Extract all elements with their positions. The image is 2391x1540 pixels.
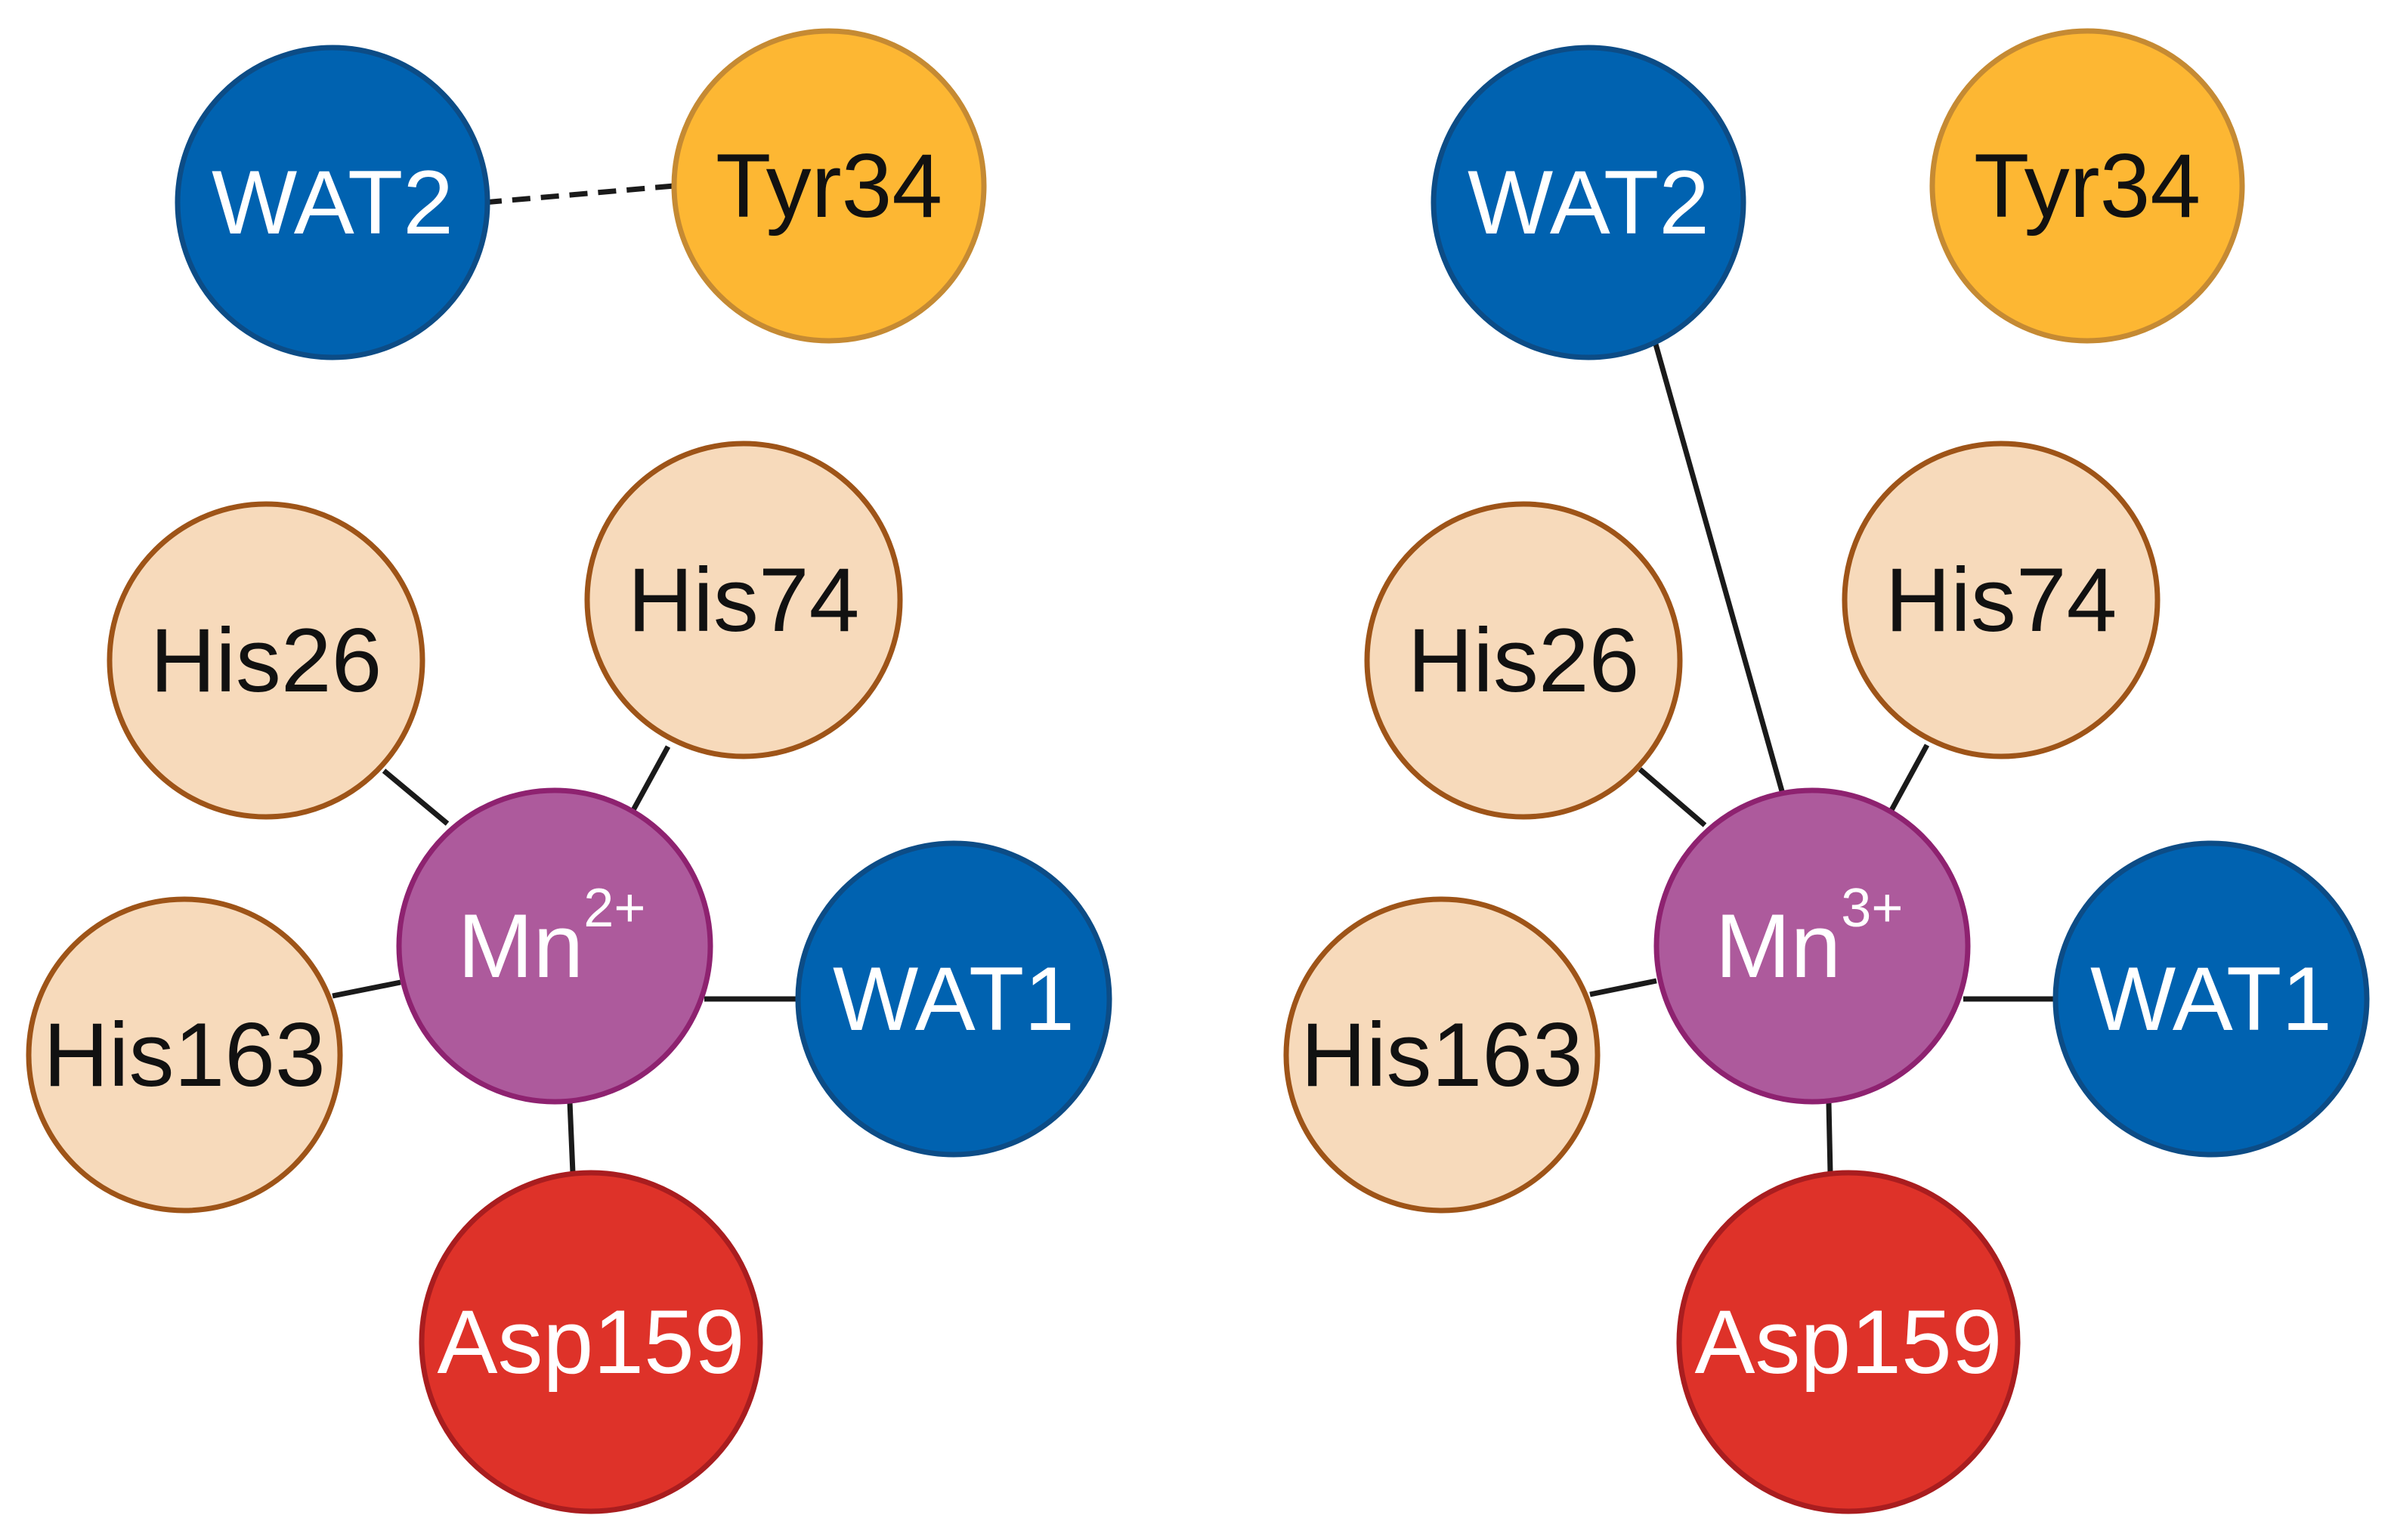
bond-mn-his74 (1888, 744, 1930, 813)
wat1-node: WAT1 (2052, 840, 2370, 1158)
bond-mn-his26 (382, 768, 450, 826)
his163-label: His163 (43, 1004, 326, 1106)
bond-mn-wat2 (1652, 341, 1786, 797)
bond-mn-his26 (1638, 767, 1707, 827)
wat2-node: WAT2 (1431, 45, 1746, 360)
his163-node: His163 (26, 896, 343, 1214)
mn3-node: Mn3+ (1653, 787, 1971, 1105)
bond-mn-asp159 (1826, 1102, 1833, 1174)
his26-node: His26 (107, 501, 425, 820)
his26-label: His26 (1408, 610, 1640, 711)
wat1-label: WAT1 (833, 948, 1075, 1050)
wat2-node: WAT2 (175, 45, 490, 360)
mn3-symbol: Mn (1715, 895, 1842, 997)
mn3-panel: WAT2 Tyr34 His26 His74 His163 WAT1 Asp15… (1283, 28, 2370, 1514)
asp159-node: Asp159 (419, 1170, 763, 1514)
wat1-node: WAT1 (795, 840, 1112, 1158)
wat2-label: WAT2 (212, 152, 453, 253)
asp159-node: Asp159 (1676, 1170, 2021, 1514)
mn2-symbol: Mn (458, 895, 584, 997)
bond-mn-his163 (332, 979, 401, 999)
mn2-label: Mn2+ (458, 878, 646, 997)
his163-node: His163 (1283, 896, 1601, 1214)
tyr34-label: Tyr34 (716, 135, 942, 237)
bond-mn-asp159 (567, 1101, 576, 1174)
his74-node: His74 (1842, 441, 2161, 759)
wat1-label: WAT1 (2090, 948, 2332, 1050)
asp159-label: Asp159 (1695, 1291, 2003, 1393)
tyr34-node: Tyr34 (671, 28, 987, 344)
tyr34-label: Tyr34 (1974, 135, 2201, 237)
asp159-label: Asp159 (438, 1291, 745, 1393)
his74-node: His74 (584, 441, 903, 759)
mn2-panel: WAT2 Tyr34 His26 His74 His163 WAT1 Asp15… (26, 28, 1112, 1514)
mn2-charge: 2+ (583, 878, 645, 939)
bond-mn-his163 (1589, 978, 1657, 997)
mn3-charge: 3+ (1841, 878, 1903, 939)
mn2-node: Mn2+ (396, 787, 713, 1105)
hbond-wat2-tyr34 (483, 183, 675, 206)
mn3-label: Mn3+ (1715, 878, 1904, 997)
his74-label: His74 (628, 549, 860, 651)
bond-mn-his74 (630, 745, 671, 812)
his74-label: His74 (1885, 549, 2117, 651)
his163-label: His163 (1301, 1004, 1583, 1106)
wat2-label: WAT2 (1468, 152, 1709, 253)
his26-label: His26 (150, 610, 382, 711)
tyr34-node: Tyr34 (1929, 28, 2245, 344)
his26-node: His26 (1364, 501, 1683, 820)
